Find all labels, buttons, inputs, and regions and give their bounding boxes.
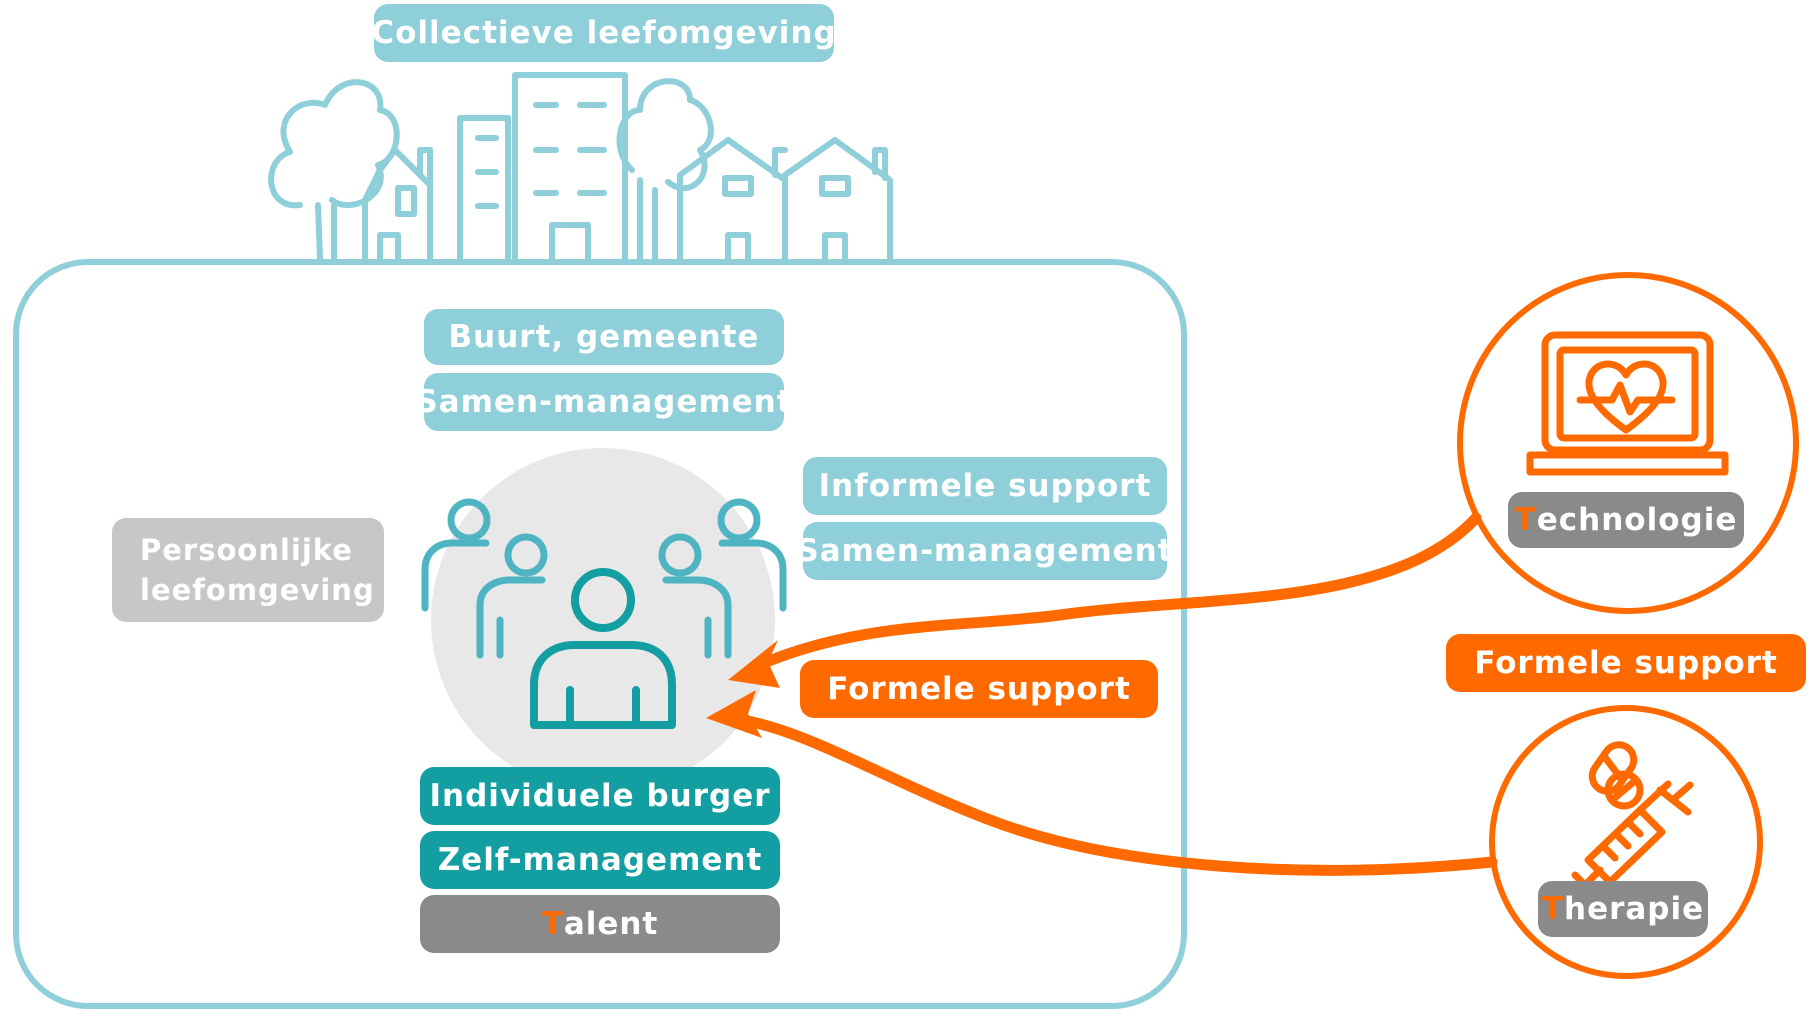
people-group-icon xyxy=(421,498,787,729)
formal-support-label-inner: Formele support xyxy=(800,660,1158,718)
formal-support-arrows xyxy=(722,512,1498,876)
individual-citizen-label: Individuele burger xyxy=(420,767,780,825)
community-frame xyxy=(13,259,1187,1009)
personal-environment-label: Persoonlijke leefomgeving xyxy=(112,518,384,622)
personal-line-1: Persoonlijke xyxy=(140,533,353,567)
therapy-circle xyxy=(1489,705,1763,979)
city-skyline-icon xyxy=(268,72,893,261)
talent-rest: alent xyxy=(563,906,659,942)
therapy-initial: T xyxy=(1541,891,1564,927)
pills-syringe-icon xyxy=(1571,741,1694,899)
technology-rest: echnologie xyxy=(1536,502,1738,538)
collective-environment-label: Collectieve leefomgeving xyxy=(371,4,836,62)
technology-circle xyxy=(1457,272,1799,614)
individual-circle xyxy=(431,448,775,792)
co-management-label-2: Samen-management xyxy=(796,522,1173,580)
formal-support-label-outer: Formele support xyxy=(1446,634,1806,692)
therapy-rest: herapie xyxy=(1564,891,1705,927)
technology-initial: T xyxy=(1514,502,1537,538)
laptop-heart-icon xyxy=(1526,331,1729,476)
technology-arrow xyxy=(746,512,1482,674)
informal-support-label: Informele support xyxy=(803,457,1167,515)
talent-initial: T xyxy=(541,906,564,942)
neighbourhood-label: Buurt, gemeente xyxy=(424,309,784,365)
personal-line-2: leefomgeving xyxy=(140,573,375,607)
self-management-label: Zelf-management xyxy=(420,831,780,889)
therapy-arrow xyxy=(722,712,1498,876)
co-management-label-1: Samen-management xyxy=(415,373,792,431)
arrow-heads xyxy=(706,640,780,738)
